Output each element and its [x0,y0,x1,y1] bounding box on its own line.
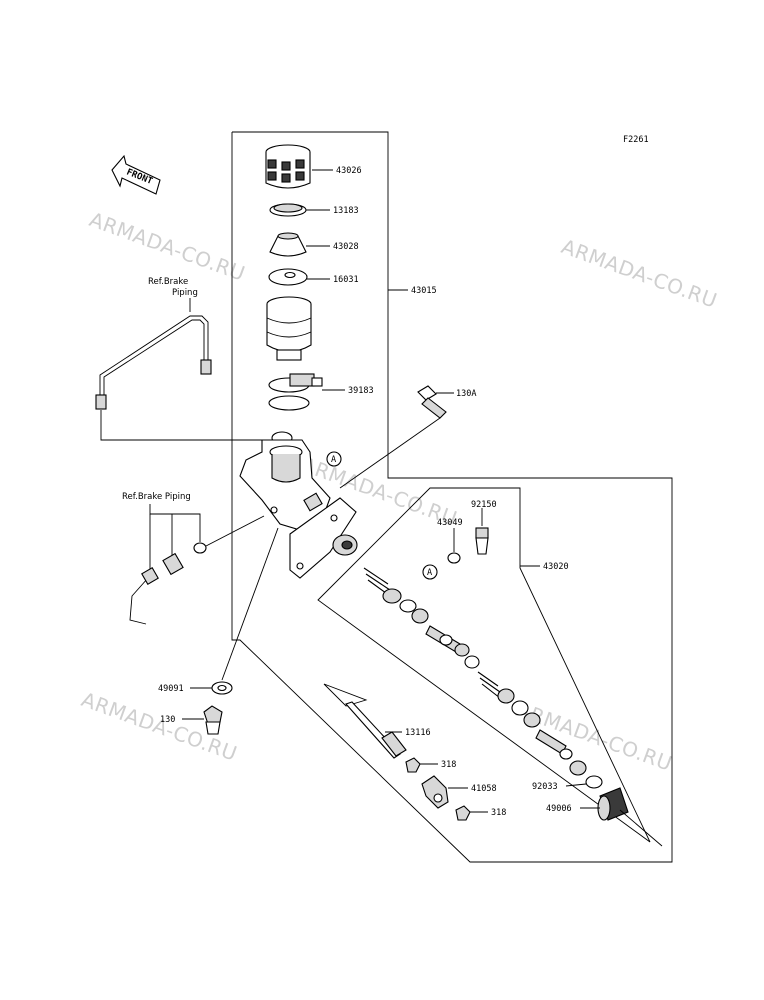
bolt-130 [203,705,223,735]
nut-318-lower [455,805,471,821]
label-13183: 13183 [333,206,359,216]
front-arrow-icon: FRONT [111,154,161,195]
label-318-lower: 318 [491,808,506,818]
ref-brake-piping-top-line2: Piping [172,288,198,298]
diagram-code: F2261 [623,135,649,145]
hose-clamp-39183 [268,373,323,411]
assembly-boundary-43020 [317,487,651,843]
reservoir-cap-43026 [265,144,311,189]
diaphragm-43028 [269,232,307,257]
label-13116: 13116 [405,728,431,738]
plate-13183 [269,203,307,217]
ref-brake-piping-top-line1: Ref.Brake [148,277,188,287]
label-49091: 49091 [158,684,184,694]
internal-kit-43020 [363,567,587,776]
washer-16031 [268,268,308,286]
bleeder-92150 [475,527,489,555]
watermark-2: ARMADA-CO.RU [558,234,720,313]
label-130A: 130A [456,389,476,399]
push-rod-13116 [323,683,407,759]
brake-pipe-top [95,315,212,410]
label-49006: 49006 [546,804,572,814]
label-39183: 39183 [348,386,374,396]
label-43020: 43020 [543,562,569,572]
boot-49006 [597,787,629,821]
assembly-boundary-43015 [231,131,673,863]
circle-marker-a-2-text: A [427,568,432,578]
label-41058: 41058 [471,784,497,794]
label-43026: 43026 [336,166,362,176]
circle-marker-a-2: A [422,564,438,580]
nut-318-upper [405,757,421,773]
label-43015: 43015 [411,286,437,296]
label-16031: 16031 [333,275,359,285]
brake-pipe-mid [129,542,207,625]
label-318-upper: 318 [441,760,456,770]
watermark-1: ARMADA-CO.RU [86,207,248,286]
bolt-130A [417,385,447,419]
cap-43049 [447,552,461,564]
label-92150: 92150 [471,500,497,510]
ref-brake-piping-mid: Ref.Brake Piping [122,492,191,502]
master-cylinder-body [239,431,358,579]
label-43028: 43028 [333,242,359,252]
joint-41058 [421,775,449,809]
label-130: 130 [160,715,175,725]
label-92033: 92033 [532,782,558,792]
circlip-92033 [585,775,603,789]
circle-marker-a-1: A [326,451,342,467]
label-43049: 43049 [437,518,463,528]
reservoir-body [266,296,312,361]
circle-marker-a-1-text: A [331,455,336,465]
